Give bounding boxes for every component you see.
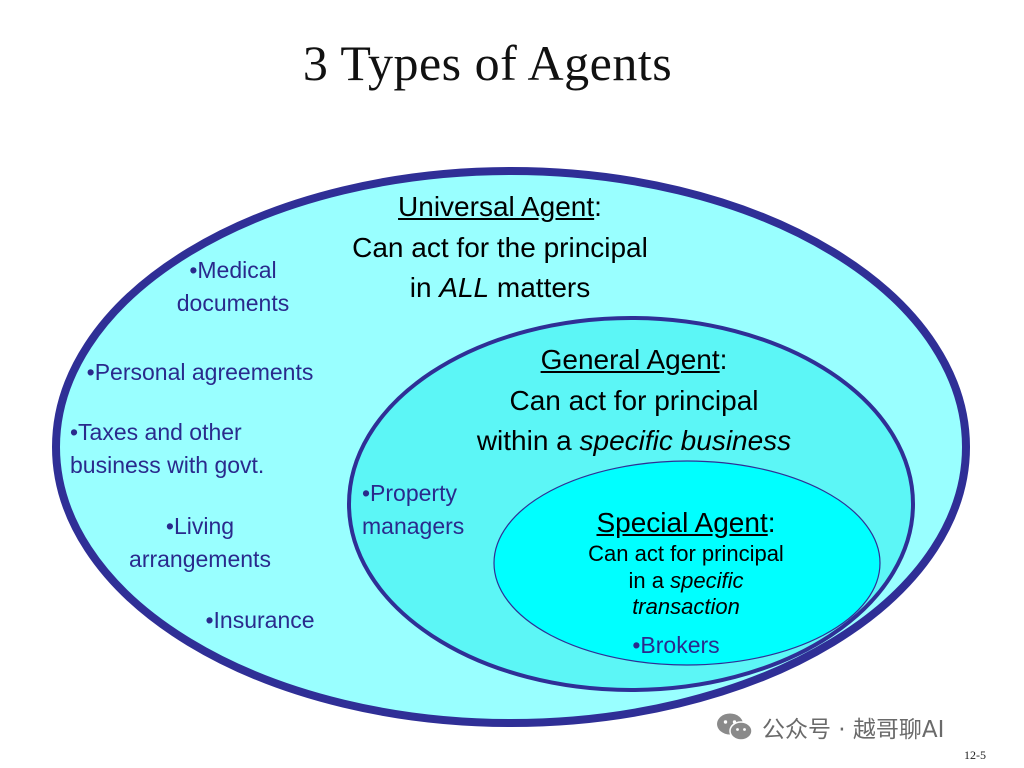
bullet-taxes: •Taxes and other business with govt. (70, 416, 320, 483)
general-agent-line2: within a specific business (434, 421, 834, 462)
special-agent-line2: in a specific (536, 568, 836, 594)
bullet-line: managers (362, 513, 465, 540)
watermark-text: 公众号 · 越哥聊AI (762, 717, 945, 743)
bullet-line: •Medical (189, 257, 277, 283)
special-agent-name: Special Agent (596, 507, 768, 538)
bullet-brokers: •Brokers (596, 629, 756, 662)
bullet-line: •Brokers (632, 632, 720, 658)
bullet-line: •Property (362, 480, 457, 506)
universal-agent-line2: in ALL matters (300, 268, 700, 309)
special-agent-line3: transaction (536, 594, 836, 620)
bullet-insurance: •Insurance (180, 604, 340, 637)
special-agent-ellipse (493, 460, 881, 666)
special-colon: : (767, 507, 776, 538)
general-colon: : (719, 344, 728, 375)
universal-agent-line1: Can act for the principal (352, 231, 648, 263)
general-line2-pre: within a (476, 425, 580, 457)
universal-line2-em: ALL (439, 272, 490, 304)
bullet-property-managers: •Property managers (362, 477, 486, 544)
watermark: 公众号 · 越哥聊AI (716, 710, 944, 744)
bullet-line: •Taxes and other (70, 419, 242, 445)
universal-colon: : (594, 191, 602, 222)
universal-agent-name: Universal Agent (398, 191, 595, 222)
universal-line2-pre: in (409, 272, 440, 304)
general-agent-name: General Agent (540, 344, 720, 375)
general-agent-heading: General Agent: Can act for principal wit… (434, 340, 834, 462)
special-agent-heading: Special Agent: Can act for principal in … (536, 505, 836, 621)
special-line2-em: specific (670, 567, 744, 593)
bullet-line: documents (176, 290, 290, 317)
bullet-personal-agreements: •Personal agreements (60, 356, 340, 389)
bullet-living-arrangements: •Living arrangements (100, 510, 300, 577)
wechat-icon (717, 713, 753, 741)
special-line2-pre: in a (628, 567, 671, 593)
bullet-line: •Living (165, 513, 235, 539)
bullet-line: •Insurance (205, 607, 315, 633)
bullet-medical-documents: •Medical documents (138, 254, 328, 321)
bullet-line: •Personal agreements (86, 359, 314, 385)
general-line2-em: specific business (579, 425, 792, 457)
general-agent-line1: Can act for principal (509, 384, 759, 416)
slide-number: 12-5 (964, 748, 986, 762)
special-line3-em: transaction (632, 594, 740, 620)
special-agent-line1: Can act for principal (588, 541, 784, 567)
bullet-line: arrangements (129, 546, 271, 573)
slide-title: 3 Types of Agents (302, 35, 673, 91)
bullet-line: business with govt. (70, 452, 265, 479)
universal-agent-heading: Universal Agent: Can act for the princip… (300, 187, 700, 309)
universal-line2-post: matters (489, 272, 591, 304)
